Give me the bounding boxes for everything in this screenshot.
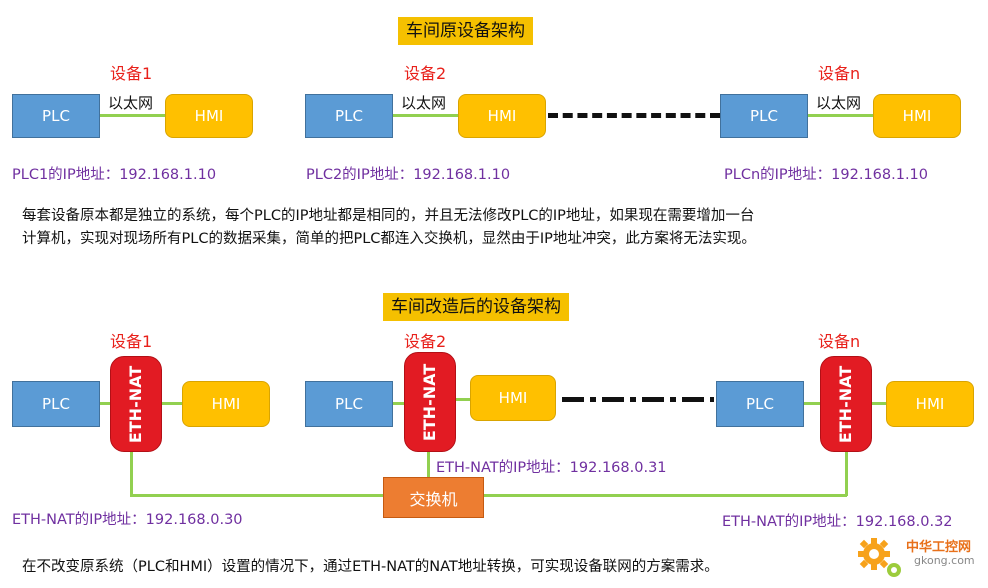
bottom-dashdot-connector <box>562 397 714 402</box>
bottom-device1-eth-nat-label: ETH-NAT <box>126 365 146 443</box>
bottom-paragraph: 在不改变原系统（PLC和HMI）设置的情况下，通过ETH-NAT的NAT地址转换… <box>22 559 719 575</box>
top-paragraph-line2: 计算机，实现对现场所有PLC的数据采集，简单的把PLC都连入交换机，显然由于IP… <box>22 231 756 247</box>
bottom-devicen-label: 设备n <box>818 332 861 351</box>
top-devicen-plc: PLC <box>720 94 808 138</box>
switch-link-devicen-vertical <box>845 450 848 496</box>
top-device2-link-label: 以太网 <box>401 94 447 112</box>
bottom-device1-hmi-link <box>162 402 182 405</box>
bottom-device1-eth-nat: ETH-NAT <box>110 356 162 452</box>
top-devicen-ip: PLCn的IP地址：192.168.1.10 <box>724 167 929 183</box>
switch-link-device1-vertical <box>130 448 133 496</box>
top-device2-ip: PLC2的IP地址：192.168.1.10 <box>306 167 511 183</box>
bottom-device2-hmi-link <box>456 398 470 401</box>
top-device2-label: 设备2 <box>404 64 447 83</box>
top-device1-hmi: HMI <box>165 94 253 138</box>
switch-link-device1-horizontal <box>130 494 383 497</box>
bottom-devicen-hmi: HMI <box>886 381 974 427</box>
bottom-device2-eth-nat-label: ETH-NAT <box>420 363 440 441</box>
top-device1-link-label: 以太网 <box>108 94 154 112</box>
top-device1-label: 设备1 <box>110 64 153 83</box>
top-device1-ip: PLC1的IP地址：192.168.1.10 <box>12 167 217 183</box>
bottom-device2-hmi: HMI <box>470 375 556 421</box>
switch-link-devicen-horizontal <box>484 494 847 497</box>
bottom-device2-ip: ETH-NAT的IP地址：192.168.0.31 <box>436 460 667 476</box>
top-paragraph-line1: 每套设备原本都是独立的系统，每个PLC的IP地址都是相同的，并且无法修改PLC的… <box>22 208 755 224</box>
top-title: 车间原设备架构 <box>398 17 533 45</box>
watermark-domain: gkong.com <box>914 554 975 567</box>
top-device2-hmi: HMI <box>458 94 546 138</box>
bottom-devicen-eth-nat: ETH-NAT <box>820 356 872 452</box>
top-device2-plc: PLC <box>305 94 393 138</box>
bottom-devicen-ip: ETH-NAT的IP地址：192.168.0.32 <box>722 514 953 530</box>
top-dashed-connector <box>548 113 720 118</box>
bottom-device1-hmi: HMI <box>182 381 270 427</box>
bottom-device2-plc: PLC <box>305 381 393 427</box>
top-device1-link <box>100 114 165 117</box>
bottom-device2-plc-link <box>393 402 404 405</box>
bottom-devicen-eth-nat-label: ETH-NAT <box>836 365 856 443</box>
bottom-devicen-hmi-link <box>872 402 886 405</box>
gear-icon <box>858 538 901 577</box>
watermark-logo: 中华工控网 gkong.com <box>852 530 982 584</box>
bottom-device2-label: 设备2 <box>404 332 447 351</box>
bottom-device1-plc: PLC <box>12 381 100 427</box>
bottom-device1-label: 设备1 <box>110 332 153 351</box>
switch-link-device2-vertical <box>427 452 430 477</box>
bottom-device2-eth-nat: ETH-NAT <box>404 352 456 452</box>
watermark-name: 中华工控网 <box>906 540 972 555</box>
top-devicen-label: 设备n <box>818 64 861 83</box>
top-devicen-link-label: 以太网 <box>816 94 862 112</box>
bottom-devicen-plc: PLC <box>716 381 804 427</box>
top-device1-plc: PLC <box>12 94 100 138</box>
switch-box: 交换机 <box>383 477 484 518</box>
bottom-device1-ip: ETH-NAT的IP地址：192.168.0.30 <box>12 512 243 528</box>
top-devicen-hmi: HMI <box>873 94 961 138</box>
bottom-title: 车间改造后的设备架构 <box>383 293 569 321</box>
top-device2-link <box>393 114 458 117</box>
bottom-devicen-plc-link <box>804 402 820 405</box>
bottom-device1-plc-link <box>100 402 110 405</box>
top-devicen-link <box>808 114 873 117</box>
